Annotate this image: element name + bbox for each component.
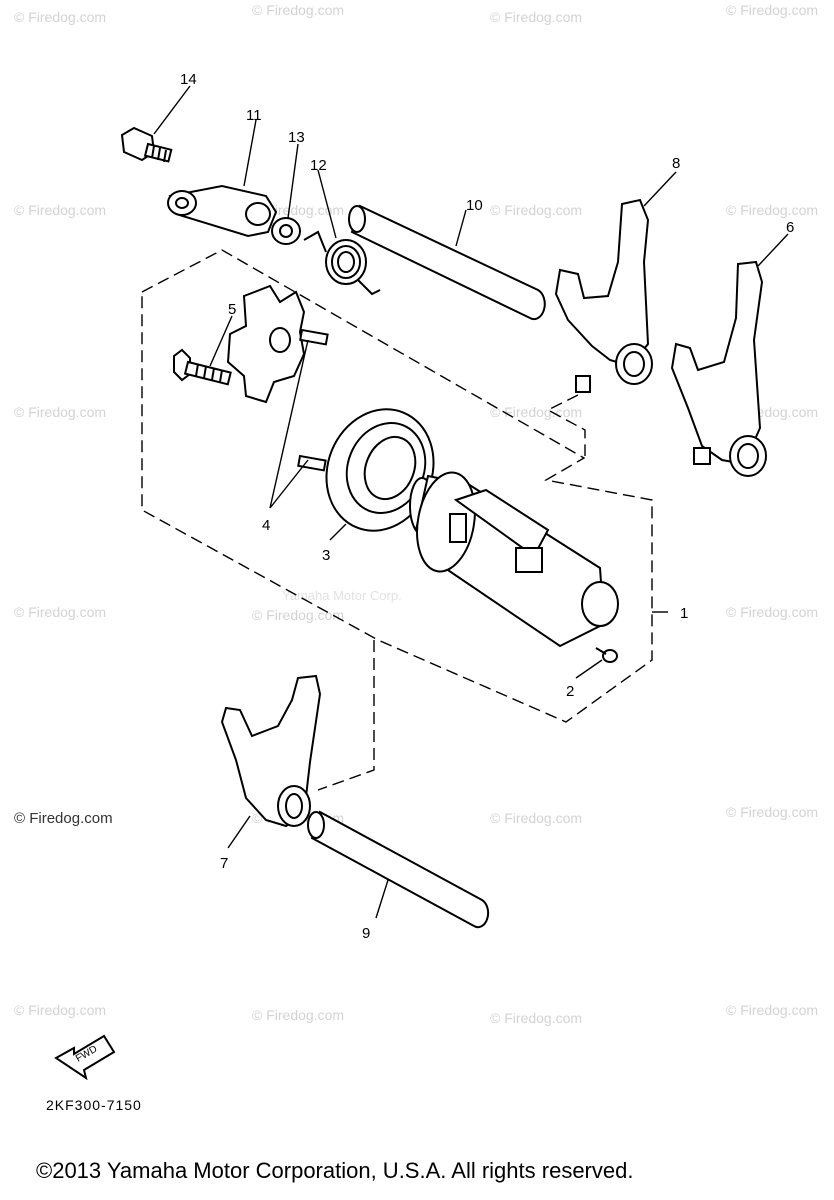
- watermark: © Firedog.com: [726, 804, 818, 820]
- watermark: © Firedog.com: [726, 2, 818, 18]
- dowel-pins-4: [297, 328, 329, 472]
- center-watermark: Yamaha Motor Corp.: [282, 588, 402, 603]
- watermark: © Firedog.com: [14, 404, 106, 420]
- callout-11: 11: [246, 107, 262, 124]
- shaft-10: [348, 204, 546, 321]
- callout-12: 12: [310, 157, 327, 174]
- watermark: © Firedog.com: [252, 2, 344, 18]
- fwd-arrow-icon: FWD: [54, 1034, 116, 1081]
- watermark: © Firedog.com: [490, 202, 582, 218]
- callout-5: 5: [228, 301, 236, 318]
- watermark: © Firedog.com: [14, 9, 106, 25]
- callout-8: 8: [672, 155, 680, 172]
- washer-13: [271, 217, 301, 245]
- segment-plate: [226, 284, 306, 404]
- watermark: © Firedog.com: [252, 1007, 344, 1023]
- watermark: © Firedog.com: [726, 1002, 818, 1018]
- bolt-14: [120, 126, 173, 163]
- watermark: © Firedog.com: [252, 607, 344, 623]
- watermark: © Firedog.com: [14, 1002, 106, 1018]
- part-code: 2KF300-7150: [46, 1097, 142, 1113]
- fork-8-guide: [546, 394, 586, 456]
- watermark: © Firedog.com: [726, 202, 818, 218]
- watermark: © Firedog.com: [726, 604, 818, 620]
- callout-9: 9: [362, 925, 370, 942]
- screw-2: [595, 647, 618, 663]
- callout-14: 14: [180, 71, 197, 88]
- bearing-3: [325, 408, 435, 532]
- callout-3: 3: [322, 547, 330, 564]
- watermark: © Firedog.com: [490, 1010, 582, 1026]
- fork-7-guide: [317, 640, 375, 791]
- corner-watermark: © Firedog.com: [14, 810, 113, 827]
- shift-cam-1: [409, 471, 619, 648]
- callout-10: 10: [466, 197, 483, 214]
- callout-13: 13: [288, 129, 305, 146]
- shift-lever-11: [167, 184, 278, 238]
- assembly-outline: [141, 249, 653, 723]
- screw-5: [173, 348, 232, 386]
- shift-fork-7: [220, 674, 322, 828]
- callout-4: 4: [262, 517, 270, 534]
- shift-fork-6: [670, 260, 767, 477]
- callout-1: 1: [680, 605, 688, 622]
- callout-6: 6: [786, 219, 794, 236]
- callouts: 14 11 13 12 10 8 6 5 4 3 1 2 7 9: [180, 71, 794, 942]
- watermark: © Firedog.com: [490, 9, 582, 25]
- watermark: © Firedog.com: [14, 202, 106, 218]
- shaft-9: [307, 810, 490, 929]
- copyright-notice: ©2013 Yamaha Motor Corporation, U.S.A. A…: [36, 1158, 634, 1183]
- shift-fork-8: [554, 198, 653, 393]
- watermark: © Firedog.com: [14, 604, 106, 620]
- leader-lines: [153, 85, 789, 919]
- callout-2: 2: [566, 683, 574, 700]
- spring-12: [303, 230, 381, 296]
- watermark: © Firedog.com: [490, 810, 582, 826]
- callout-7: 7: [220, 855, 228, 872]
